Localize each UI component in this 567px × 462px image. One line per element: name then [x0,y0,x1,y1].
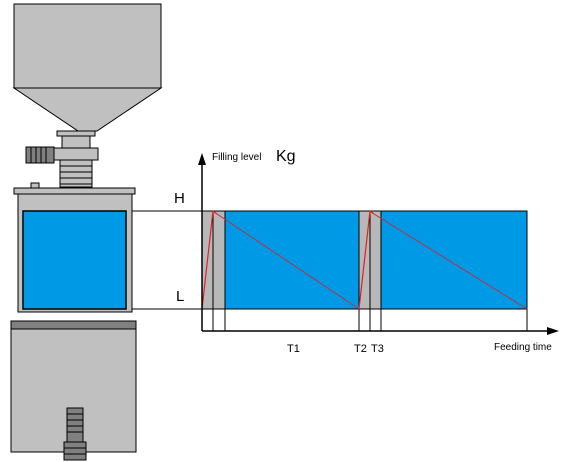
hopper-box [13,3,162,89]
valve-flange [53,147,99,161]
refill-settle-2 [369,210,382,310]
discharge-line-1 [216,213,360,310]
sensor-knob [30,182,40,189]
x-axis-label: Feeding time [494,342,552,353]
t3-label: T3 [371,343,384,355]
bellows [59,159,93,188]
high-level-label: H [174,190,185,207]
discharge-line-2 [373,213,528,310]
x-axis-arrow [547,327,559,335]
t1-label: T1 [287,343,300,355]
refill-ramp-1 [201,210,214,310]
refill-ramp-2 [358,210,371,310]
outlet-nozzle [63,441,87,461]
fill-band-2 [358,210,528,310]
fill-band-1 [201,210,360,310]
fill-level-chart [198,153,559,335]
feeder-machine [10,3,163,461]
y-axis-arrow [198,153,206,165]
y-axis-label: Filling level [212,152,261,163]
valve-body [61,135,91,149]
scale-plate [10,320,137,330]
valve-flange-top [56,130,96,137]
t2-label: T2 [354,343,367,355]
container-fill-level [22,210,127,310]
hopper-cone [12,87,163,132]
low-level-label: L [176,288,184,305]
container-lid [13,187,136,195]
valve-motor [25,146,55,164]
outlet-pipe [66,407,84,443]
refill-settle-1 [212,210,226,310]
y-axis-unit: Kg [276,148,296,165]
